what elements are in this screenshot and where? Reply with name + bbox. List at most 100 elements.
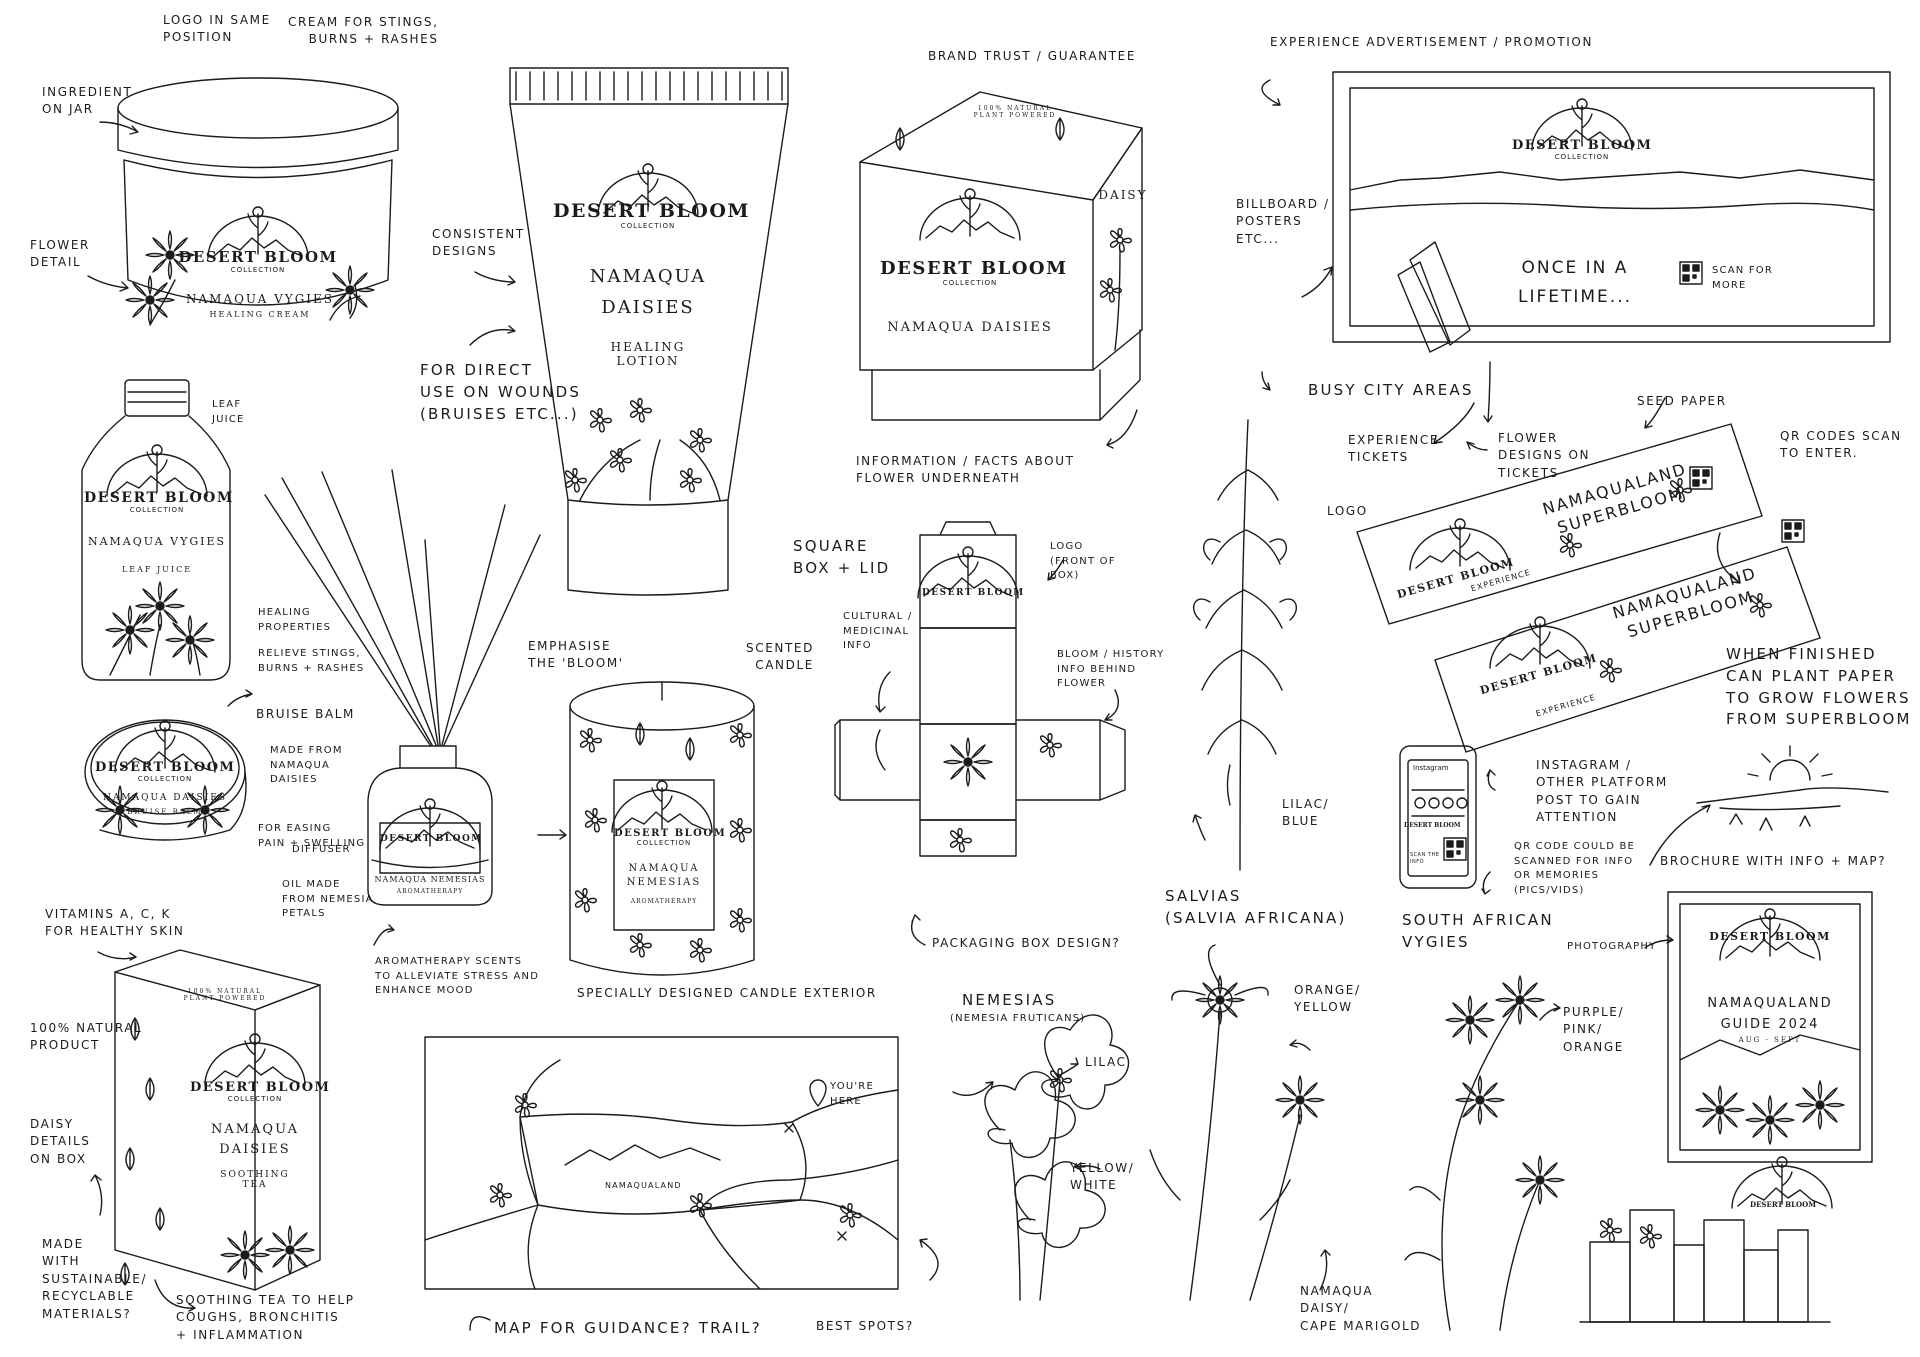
note-salvias: SALVIAS (SALVIA AFRICANA) (1165, 887, 1347, 927)
note-soothing-tea: SOOTHING TEA TO HELP COUGHS, BRONCHITIS … (176, 1293, 355, 1342)
note-diffuser: DIFFUSER (292, 844, 351, 855)
note-yellow-white: YELLOW/ WHITE (1070, 1161, 1135, 1193)
note-packaging-box: PACKAGING BOX DESIGN? (932, 936, 1121, 950)
tea-subtitle: SOOTHING TEA (220, 1170, 290, 1190)
brand-name: DESERT BLOOM (614, 828, 727, 839)
brochure-logo: DESERT BLOOM (1700, 930, 1840, 943)
note-billboard: BILLBOARD / POSTERS ETC... (1236, 197, 1330, 246)
billboard-drawing (1300, 30, 1920, 352)
note-nemesias: NEMESIAS (962, 991, 1057, 1009)
note-experience-tickets: EXPERIENCE TICKETS (1348, 433, 1440, 465)
note-scented-candle: SCENTED CANDLE (746, 641, 814, 673)
note-flower-designs: FLOWER DESIGNS ON TICKETS (1498, 431, 1591, 480)
billboard-scan: SCAN FOR MORE (1712, 265, 1774, 291)
note-vitamins: VITAMINS A, C, K FOR HEALTHY SKIN (45, 907, 185, 939)
note-busy-city: BUSY CITY AREAS (1308, 381, 1474, 399)
box-side-label: DAISY (1098, 188, 1148, 202)
note-ingredient-on-jar: INGREDIENT ON JAR (42, 85, 133, 117)
brand-name: DESERT BLOOM (380, 834, 483, 844)
note-for-easing-pain: FOR EASING PAIN + SWELLING (258, 823, 366, 849)
bottle-title: NAMAQUA VYGIES (87, 535, 227, 548)
note-experience-ad: EXPERIENCE ADVERTISEMENT / PROMOTION (1270, 35, 1594, 49)
tea-title: NAMAQUA DAISIES (210, 1122, 300, 1157)
note-for-direct-use: FOR DIRECT USE ON WOUNDS (BRUISES ETC...… (420, 361, 582, 423)
note-cultural-medicinal: CULTURAL / MEDICINAL INFO (843, 611, 913, 651)
salvia-illustration (1194, 420, 1297, 870)
note-seed-paper: SEED PAPER (1637, 394, 1727, 408)
note-oil-made: OIL MADE FROM NEMESIA PETALS (282, 879, 374, 919)
note-square-box: SQUARE BOX + LID (793, 537, 891, 577)
note-photography: PHOTOGRAPHY (1567, 941, 1657, 952)
brand-name: DESERT BLOOM (84, 490, 234, 506)
scented-candle-drawing (570, 682, 754, 975)
tube-title: NAMAQUA DAISIES (589, 266, 707, 318)
billboard-headline: ONCE IN A LIFETIME... (1517, 258, 1633, 307)
brand-name: DESERT BLOOM (880, 258, 1068, 279)
brand-name: DESERT BLOOM (95, 760, 236, 775)
lotion-tube-drawing (510, 68, 788, 595)
note-information-facts: INFORMATION / FACTS ABOUT FLOWER UNDERNE… (856, 454, 1075, 486)
phone-drawing (1400, 746, 1476, 888)
note-daisy-details: DAISY DETAILS ON BOX (30, 1117, 91, 1166)
candle-subtitle: AROMATHERAPY (630, 898, 698, 905)
note-brochure: BROCHURE WITH INFO + MAP? (1660, 854, 1887, 868)
note-aromatherapy: AROMATHERAPY SCENTS TO ALLEVIATE STRESS … (375, 956, 540, 996)
tea-box-drawing (115, 950, 320, 1290)
tea-badge: 100% NATURAL PLANT POWERED (183, 988, 267, 1002)
note-consistent-designs: CONSISTENT DESIGNS (432, 227, 525, 259)
billboard-logo: DESERT BLOOM COLLECTION (1512, 138, 1652, 161)
brand-sub: COLLECTION (227, 1095, 283, 1103)
balm-subtitle: BRUISE BALM (127, 808, 203, 816)
note-logo-same-position: LOGO IN SAME POSITION (163, 13, 271, 45)
note-instagram: INSTAGRAM / OTHER PLATFORM POST TO GAIN … (1536, 758, 1668, 825)
box-logo: DESERT BLOOM COLLECTION (880, 258, 1068, 287)
phone-logo: DESERT BLOOM (1404, 822, 1461, 829)
candle-logo: DESERT BLOOM COLLECTION (614, 828, 727, 847)
note-purple-pink: PURPLE/ PINK/ ORANGE (1563, 1005, 1625, 1054)
note-lilac: LILAC (1085, 1055, 1127, 1069)
product-family-drawing (1580, 1156, 1833, 1322)
note-south-african-vygies: SOUTH AFRICAN VYGIES (1402, 911, 1554, 951)
trail-map-drawing (425, 1037, 898, 1289)
seed-paper-tickets-drawing (1357, 424, 1820, 752)
brochure-title: NAMAQUALAND GUIDE 2024 (1707, 996, 1833, 1032)
note-flower-detail: FLOWER DETAIL (30, 238, 90, 270)
note-qr-code-scanned: QR CODE COULD BE SCANNED FOR INFO OR MEM… (1514, 841, 1636, 896)
map-region-label: NAMAQUALAND (605, 1181, 682, 1190)
jar-subtitle: HEALING CREAM (209, 310, 311, 319)
note-orange-yellow: ORANGE/ YELLOW (1294, 983, 1361, 1015)
brand-name: DESERT BLOOM (178, 248, 338, 266)
balm-logo: DESERT BLOOM COLLECTION (95, 760, 235, 783)
reed-diffuser-drawing (265, 470, 540, 905)
diffuser-logo: DESERT BLOOM (380, 834, 483, 844)
note-best-spots: BEST SPOTS? (816, 1319, 914, 1333)
note-nemesia-latin: (NEMESIA FRUTICANS) (950, 1013, 1086, 1024)
note-candle-exterior: SPECIALLY DESIGNED CANDLE EXTERIOR (577, 986, 877, 1000)
bottle-subtitle: LEAF JUICE (121, 565, 193, 574)
brand-name: DESERT BLOOM (1404, 822, 1461, 829)
brand-name: DESERT BLOOM (922, 588, 1025, 598)
bruise-balm-drawing (85, 720, 246, 840)
jar-title: NAMAQUA VYGIES (185, 292, 335, 306)
note-qr-codes: QR CODES SCAN TO ENTER. (1780, 429, 1902, 461)
brand-sub: COLLECTION (942, 279, 998, 287)
brand-sub: COLLECTION (620, 222, 676, 230)
namaqua-daisy-illustration (1150, 945, 1325, 1300)
net-logo: DESERT BLOOM (922, 588, 1025, 598)
note-sustainable: MADE WITH SUSTAINABLE/ RECYCLABLE MATERI… (42, 1237, 148, 1321)
brand-sub: COLLECTION (230, 266, 286, 274)
brochure-dates: AUG - SEPT (1738, 1036, 1802, 1044)
daisy-box-drawing (860, 92, 1142, 420)
note-relieve-stings: RELIEVE STINGS, BURNS + RASHES (258, 648, 365, 674)
leaf-juice-bottle-drawing (82, 380, 230, 680)
nemesia-illustration (985, 1015, 1129, 1300)
note-map-guidance: MAP FOR GUIDANCE? TRAIL? (494, 1319, 762, 1337)
note-namaqua-daisy: NAMAQUA DAISY/ CAPE MARIGOLD (1300, 1284, 1422, 1333)
box-title: NAMAQUA DAISIES (887, 320, 1053, 335)
diffuser-subtitle: AROMATHERAPY (396, 888, 464, 895)
note-brand-trust: BRAND TRUST / GUARANTEE (928, 49, 1137, 63)
note-bruise-balm: BRUISE BALM (256, 707, 355, 721)
balm-title: NAMAQUA DAISIES (103, 793, 227, 803)
cream-jar-drawing (118, 78, 398, 325)
